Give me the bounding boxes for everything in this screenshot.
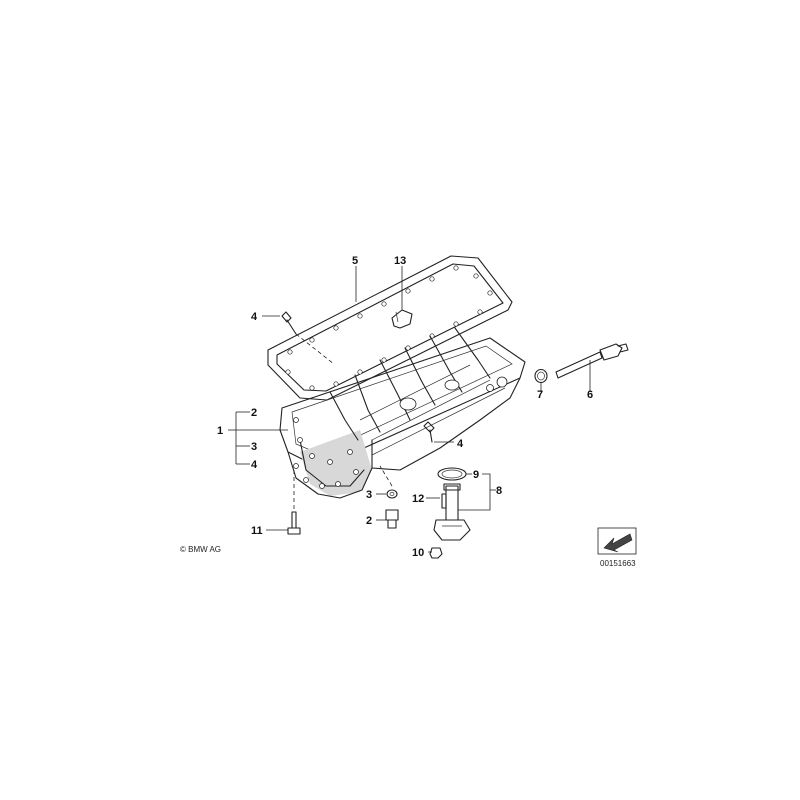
callout-labels: 1 2 3 4 5 13 4 7 6 4 9 8 12 3 2 11 10 <box>217 255 593 559</box>
oil-pan-gasket <box>267 255 513 401</box>
nut-part-10 <box>429 547 443 559</box>
copyright-text: © BMW AG <box>180 545 221 554</box>
leader-lines <box>228 266 591 553</box>
callout-12: 12 <box>412 493 424 505</box>
oil-pan <box>279 327 526 499</box>
callout-9: 9 <box>473 469 479 481</box>
callout-13: 13 <box>394 255 406 267</box>
callout-6: 6 <box>587 389 593 401</box>
orientation-box <box>597 527 637 555</box>
sealing-ring-part-7 <box>534 368 548 384</box>
dipstick-guide-tube <box>555 343 629 379</box>
callout-7: 7 <box>537 389 543 401</box>
callout-4-upper: 4 <box>251 311 258 323</box>
bracket-part-13 <box>391 309 413 329</box>
callout-3: 3 <box>366 489 372 501</box>
direction-arrow-icon <box>603 533 633 553</box>
callout-8: 8 <box>496 485 502 497</box>
bolt-part-4-upper <box>281 311 297 335</box>
callout-11: 11 <box>251 525 263 537</box>
callout-10: 10 <box>412 547 424 559</box>
drain-plug-washer <box>386 489 398 499</box>
callout-1: 1 <box>217 425 223 437</box>
oil-pickup-tube <box>433 483 471 541</box>
callout-4-lower: 4 <box>457 438 464 450</box>
bolt-part-4-lower <box>423 421 435 443</box>
oring-part-9 <box>437 467 467 481</box>
drain-plug <box>385 509 399 529</box>
pin-part-12 <box>441 493 447 509</box>
diagram-number: 00151663 <box>600 559 636 568</box>
callout-5: 5 <box>352 255 358 267</box>
callout-3-bracket: 3 <box>251 441 257 453</box>
bolt-part-11 <box>287 470 301 535</box>
callout-2-bracket: 2 <box>251 407 257 419</box>
callout-2: 2 <box>366 515 372 527</box>
callout-4-bracket: 4 <box>251 459 258 471</box>
